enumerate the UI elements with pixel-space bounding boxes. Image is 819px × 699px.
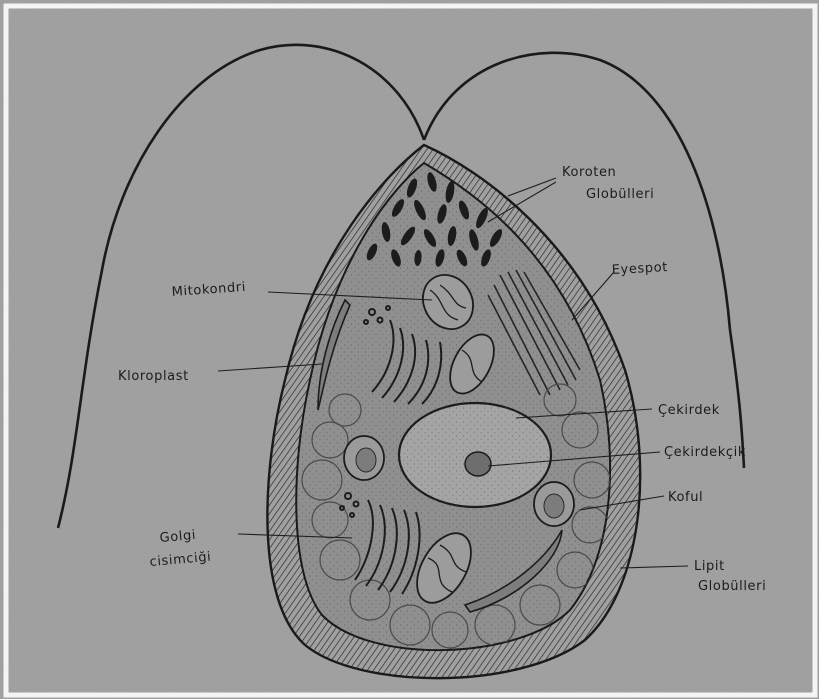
label-koroten-line2: Globülleri bbox=[586, 187, 654, 202]
label-koroten-line1: Koroten bbox=[562, 165, 616, 180]
nucleolus bbox=[465, 452, 491, 476]
label-eyespot: Eyespot bbox=[611, 260, 668, 278]
nucleus bbox=[399, 403, 551, 507]
label-lipit-line2: Globülleri bbox=[698, 579, 766, 594]
contractile-vacuole-left bbox=[344, 436, 384, 480]
label-cekirdek: Çekirdek bbox=[658, 403, 720, 418]
label-golgi-line1: Golgi bbox=[159, 528, 197, 546]
label-koful: Koful bbox=[668, 490, 703, 505]
label-cekirdekcik: Çekirdekçik bbox=[664, 445, 746, 460]
label-lipit-line1: Lipit bbox=[694, 559, 725, 574]
label-kloroplast: Kloroplast bbox=[118, 369, 189, 384]
vacuole-right bbox=[534, 482, 574, 526]
